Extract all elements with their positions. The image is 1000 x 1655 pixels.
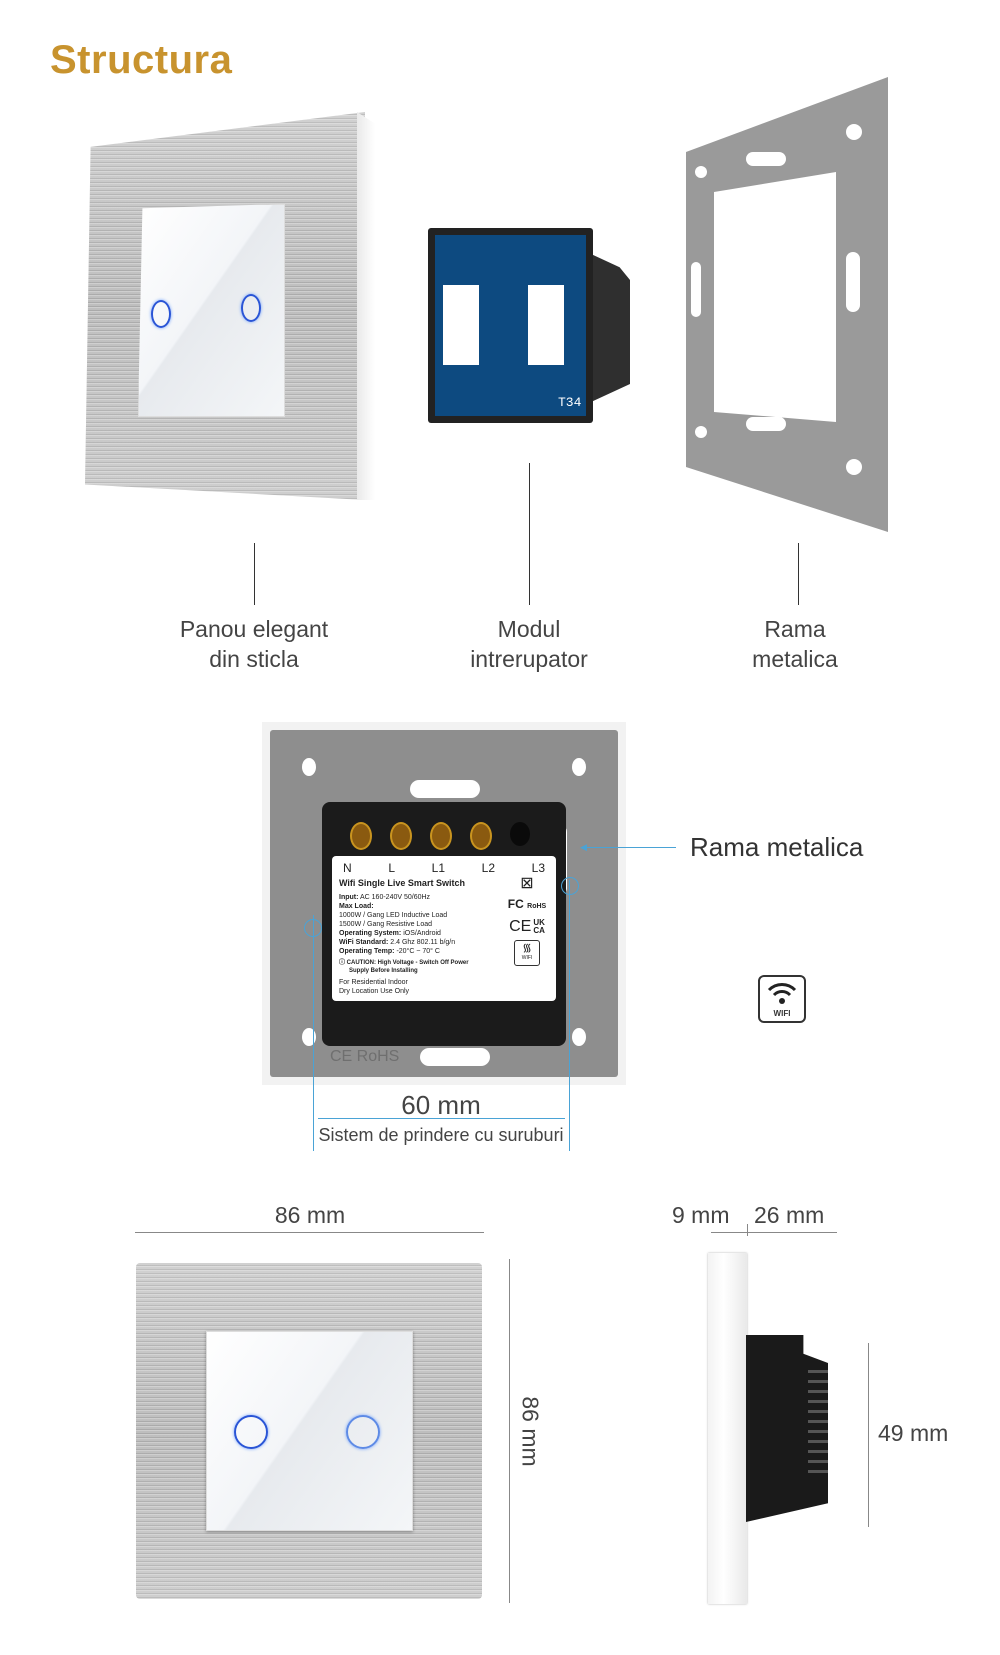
height-dimension: 86 mm — [517, 1396, 544, 1467]
residential-1: For Residential Indoor — [339, 979, 408, 986]
metal-frame-image — [686, 77, 888, 532]
weee-bin-icon: ⊠ — [520, 875, 534, 892]
caption-line: metalica — [752, 646, 838, 672]
caution-icon: ⓘ — [339, 960, 347, 966]
callout-frame-label: Rama metalica — [690, 832, 864, 862]
switch-module-image: T34 — [428, 223, 633, 433]
wifi-feature-icon: WIFI — [758, 975, 806, 1023]
glass-panel-image — [85, 112, 375, 500]
touch-button-1 — [234, 1415, 268, 1449]
touch-button-1 — [151, 300, 171, 328]
wifi-badge: ᯾ WIFI — [514, 940, 540, 966]
load-1: 1000W / Gang LED Inductive Load — [339, 912, 448, 919]
wifi-icon — [767, 983, 797, 1004]
width-dimension-line — [135, 1232, 484, 1233]
back-view-image: N L L1 L2 L3 Wifi Single Live Smart Swit… — [262, 722, 626, 1085]
terminal-l2: L2 — [481, 861, 495, 875]
os-value: iOS/Android — [403, 930, 441, 937]
os-key: Operating System: — [339, 930, 402, 937]
terminal-l3: L3 — [531, 861, 545, 875]
wifi-value: 2.4 Ghz 802.11 b/g/n — [390, 939, 456, 946]
screw-target-icon — [561, 877, 579, 895]
fc-mark: FC — [507, 897, 524, 911]
label-title: Wifi Single Live Smart Switch — [339, 878, 465, 888]
caption-line: Rama — [764, 616, 826, 642]
glass-depth: 9 mm — [672, 1202, 730, 1228]
page-title: Structura — [50, 38, 233, 82]
uk-mark: UK — [533, 918, 545, 927]
touch-button-2 — [241, 294, 261, 322]
wifi-icon-label: WIFI — [773, 1009, 791, 1018]
screw-target-icon — [304, 919, 322, 937]
screw-distance: 60 mm — [401, 1090, 481, 1120]
screw-marker-line-left — [313, 915, 314, 1151]
wifi-icon: ᯾ — [522, 942, 532, 954]
module-code: T34 — [558, 395, 582, 410]
caption-line: Modul — [497, 616, 561, 642]
module-height-line — [868, 1343, 869, 1527]
residential-2: Dry Location Use Only — [339, 988, 410, 995]
width-dimension: 86 mm — [274, 1202, 346, 1228]
screw-caption: Sistem de prindere cu suruburi — [318, 1125, 564, 1145]
wifi-key: WiFi Standard: — [339, 939, 389, 946]
dimension-arrow — [318, 1118, 565, 1119]
front-panel-image — [136, 1263, 482, 1599]
callout-line — [583, 847, 676, 848]
terminal-l1: L1 — [431, 861, 445, 875]
temp-key: Operating Temp: — [339, 948, 395, 955]
product-label: N L L1 L2 L3 Wifi Single Live Smart Swit… — [332, 856, 556, 1001]
pointer-line — [529, 463, 530, 605]
module-depth: 26 mm — [754, 1202, 825, 1228]
callout-arrow-icon: ◀ — [580, 842, 587, 852]
caption-frame: Rama metalica — [675, 614, 915, 674]
touch-button-2 — [346, 1415, 380, 1449]
ca-mark: CA — [533, 926, 545, 935]
module-height: 49 mm — [878, 1420, 949, 1446]
caption-line: intrerupator — [470, 646, 588, 672]
terminal-l: L — [388, 861, 395, 875]
depth-tick — [747, 1224, 748, 1236]
ce-mark: CE — [509, 918, 532, 935]
wifi-badge-text: WIFI — [521, 955, 533, 961]
screw-marker-line-right — [569, 880, 570, 1151]
rohs-mark: RoHS — [527, 903, 547, 910]
caution-1: CAUTION: High Voltage - Switch Off Power — [346, 960, 469, 966]
caption-line: Panou elegant — [179, 616, 329, 642]
input-value: AC 160-240V 50/60Hz — [360, 894, 431, 901]
caution-2: Supply Before Installing — [349, 968, 418, 974]
caption-line: din sticla — [209, 646, 299, 672]
caption-glass-panel: Panou elegant din sticla — [134, 614, 374, 674]
caption-module: Modul intrerupator — [409, 614, 649, 674]
input-key: Input: — [339, 894, 359, 901]
pointer-line — [254, 543, 255, 605]
pointer-line — [798, 543, 799, 605]
temp-value: -20°C ~ 70° C — [396, 948, 440, 955]
depth-dimension-line — [711, 1232, 837, 1233]
maxload-key: Max Load: — [339, 903, 374, 910]
frame-mark: CE RoHS — [330, 1048, 400, 1065]
side-view-image — [708, 1253, 840, 1604]
terminal-n: N — [343, 861, 352, 875]
height-dimension-line — [509, 1259, 510, 1603]
load-2: 1500W / Gang Resistive Load — [339, 921, 432, 928]
